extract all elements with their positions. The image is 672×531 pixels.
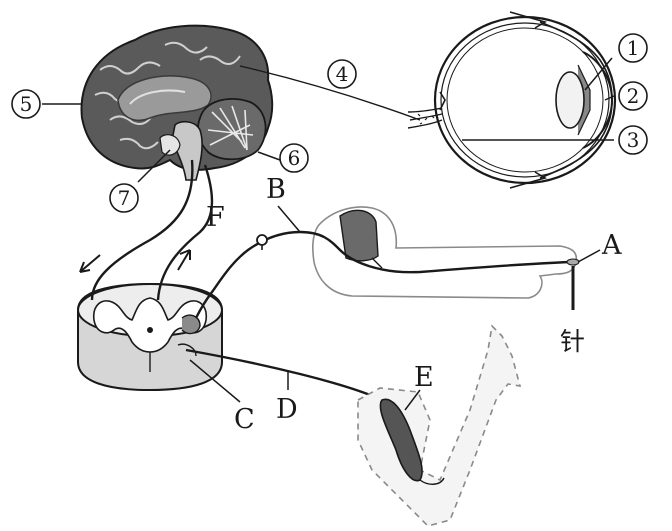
label-optic-nerve: 4: [327, 59, 357, 89]
label-cerebral-cortex: 5: [11, 89, 41, 119]
svg-text:3: 3: [627, 128, 640, 152]
lens: [555, 71, 585, 129]
arm: [312, 206, 578, 299]
dashed-forearm: [357, 324, 522, 527]
svg-text:1: 1: [627, 36, 640, 60]
ascending-tract: [156, 164, 214, 301]
label-retina: 3: [618, 125, 648, 155]
label-D: D: [276, 394, 298, 425]
label-cerebellum: 6: [279, 143, 309, 173]
label-lens: 1: [618, 33, 648, 63]
eyeball: [407, 11, 617, 189]
label-brainstem: 7: [109, 183, 139, 213]
ganglion: [256, 234, 268, 246]
spinal-cord: [77, 282, 223, 392]
descending-tract: [90, 159, 194, 301]
svg-text:6: 6: [288, 146, 301, 170]
label-cornea: 2: [618, 81, 648, 111]
label-C: C: [234, 404, 255, 435]
label-F: F: [206, 202, 225, 233]
svg-text:7: 7: [118, 186, 131, 210]
label-B: B: [266, 174, 286, 205]
svg-text:2: 2: [627, 84, 640, 108]
brain: [80, 24, 274, 181]
label-E: E: [414, 362, 434, 393]
sensory-nerve: [194, 230, 571, 319]
arrow-down: [79, 254, 101, 273]
arrow-up: [177, 249, 191, 271]
svg-text:5: 5: [20, 92, 33, 116]
optic-pathway-line: [239, 65, 421, 121]
svg-text:4: 4: [336, 62, 349, 86]
label-A: A: [601, 230, 622, 261]
label-needle: 针: [560, 327, 585, 356]
